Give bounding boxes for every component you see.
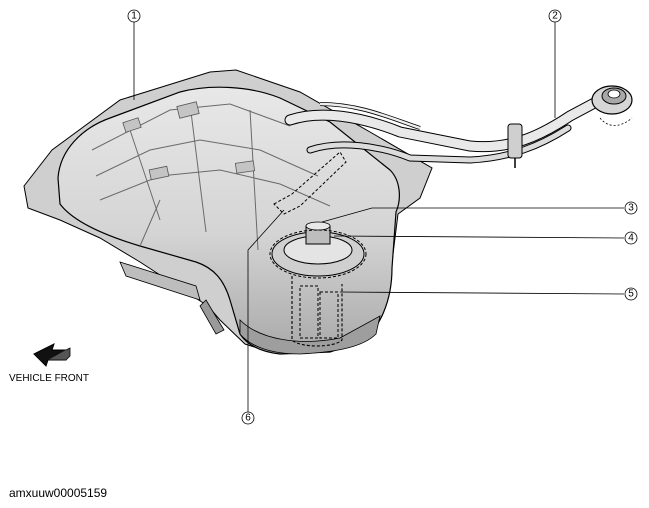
mounting-strap xyxy=(199,299,225,335)
callout-3: 3 xyxy=(624,201,638,215)
svg-text:6: 6 xyxy=(245,413,251,424)
callout-4: 4 xyxy=(624,231,638,245)
fuel-pump-unit xyxy=(269,221,367,347)
svg-text:3: 3 xyxy=(628,203,634,214)
svg-text:5: 5 xyxy=(628,289,634,300)
filler-cap xyxy=(591,85,633,126)
callout-2: 2 xyxy=(548,9,562,23)
vehicle-front-arrow-icon xyxy=(33,343,71,367)
mounting-bracket xyxy=(119,261,201,301)
callout-6: 6 xyxy=(241,411,255,425)
leader-lines xyxy=(133,22,625,412)
tank-ribs xyxy=(91,103,331,251)
image-code: amxuuw00005159 xyxy=(9,486,108,500)
callout-5: 5 xyxy=(624,287,638,301)
tank-pads xyxy=(122,101,256,181)
svg-text:2: 2 xyxy=(552,11,558,22)
filler-pipe xyxy=(284,94,606,168)
svg-text:1: 1 xyxy=(131,11,137,22)
fuel-tank-body xyxy=(57,86,400,355)
vent-hose xyxy=(273,151,347,215)
tank-lower-shade xyxy=(239,315,381,355)
vehicle-front-label: VEHICLE FRONT xyxy=(9,373,90,384)
callout-1: 1 xyxy=(127,9,141,23)
svg-text:4: 4 xyxy=(628,233,634,244)
